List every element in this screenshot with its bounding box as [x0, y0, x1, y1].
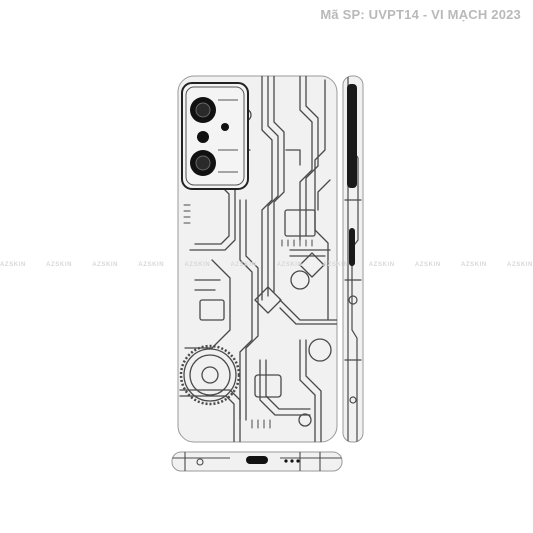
camera-module — [181, 82, 249, 190]
phone-bottom-edge — [171, 451, 343, 472]
flash-icon — [221, 123, 229, 131]
camera-lens-icon — [190, 97, 216, 176]
phone-side-panel — [342, 75, 364, 443]
usb-port-icon — [246, 456, 268, 464]
side-button-strip — [347, 84, 357, 188]
phone-back-panel — [177, 75, 338, 443]
product-code-label: Mã SP: UVPT14 - VI MẠCH 2023 — [320, 7, 521, 22]
circuit-pattern-icon — [179, 76, 337, 442]
side-key — [349, 228, 355, 266]
